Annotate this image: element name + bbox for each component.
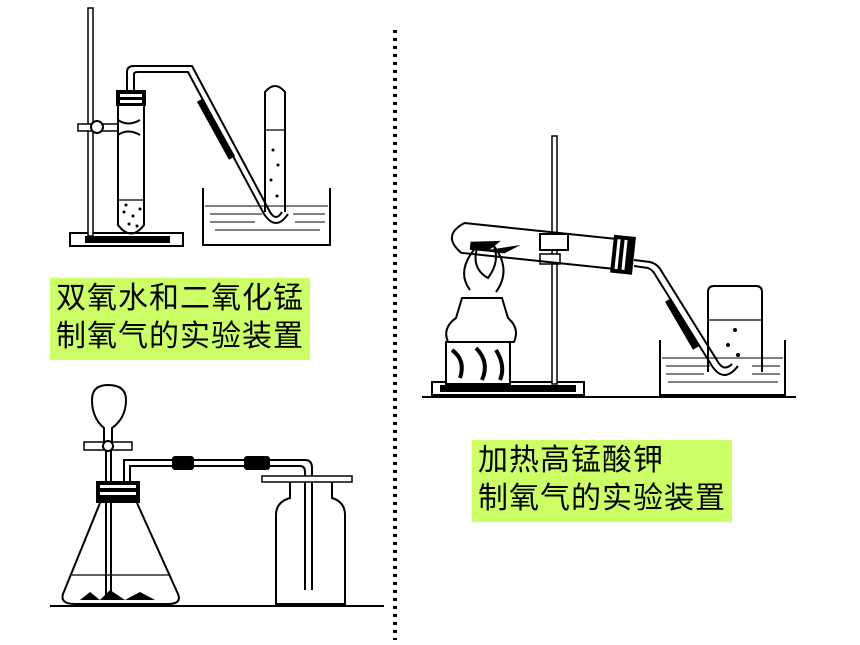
water-trough	[202, 188, 331, 246]
gas-jar	[275, 482, 346, 605]
kmno4-apparatus	[422, 135, 796, 398]
gas-jar-cover	[261, 475, 353, 483]
h2o2-apparatus	[69, 7, 331, 247]
alcohol-lamp-flame	[463, 244, 505, 293]
test-tube	[117, 105, 145, 235]
h2o2-caption-line2: 制氧气的实验装置	[56, 319, 304, 354]
inverted-bottle	[707, 285, 763, 372]
kmno4-caption-line2: 制氧气的实验装置	[478, 481, 726, 516]
kmno4-caption-line1: 加热高锰酸钾	[478, 443, 664, 478]
flask-apparatus	[50, 383, 384, 607]
heated-test-tube	[450, 221, 622, 271]
separatory-funnel	[91, 383, 128, 445]
rubber-stopper	[116, 90, 146, 106]
gas-collection-tube	[264, 85, 286, 212]
alcohol-lamp	[445, 297, 517, 343]
h2o2-caption: 双氧水和二氧化锰 制氧气的实验装置	[50, 278, 310, 360]
conical-flask	[61, 502, 180, 605]
h2o2-caption-line1: 双氧水和二氧化锰	[56, 281, 304, 316]
kmno4-caption: 加热高锰酸钾 制氧气的实验装置	[472, 440, 732, 522]
delivery-tube	[126, 65, 283, 218]
water-trough-right	[659, 340, 786, 396]
